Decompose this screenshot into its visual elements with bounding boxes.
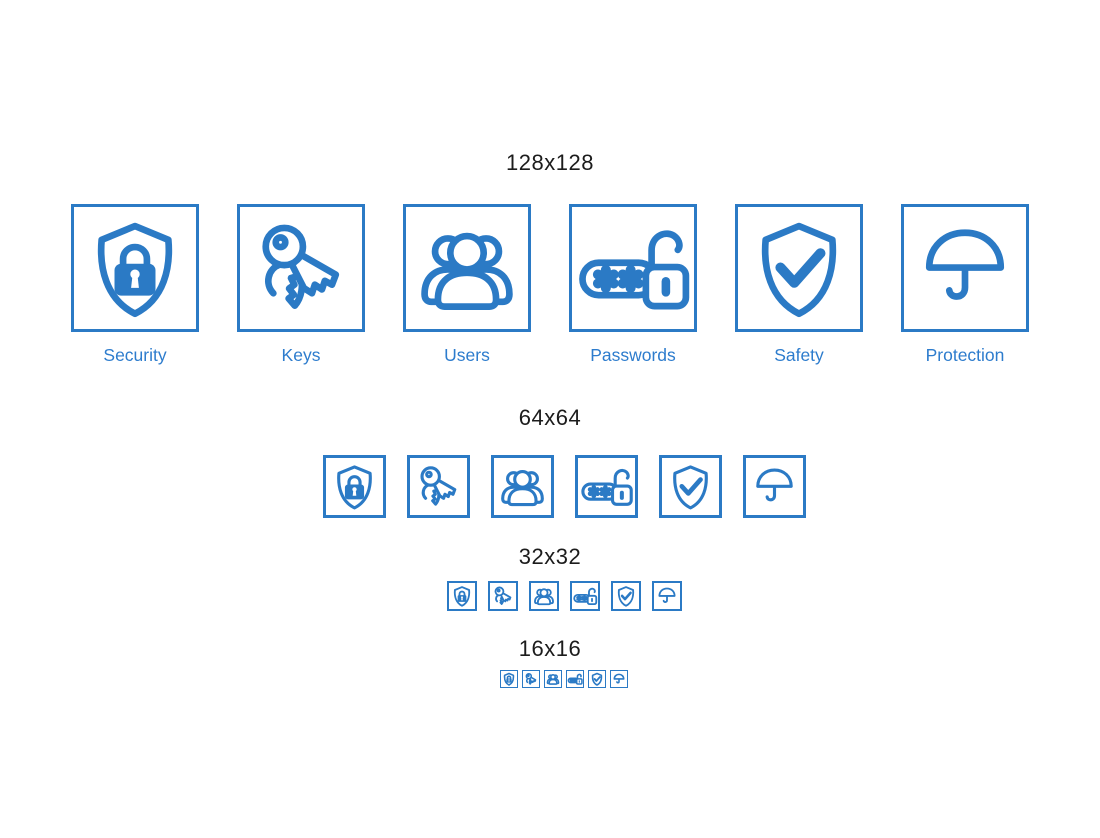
security-icon [501, 671, 517, 687]
tile-safety [610, 581, 641, 611]
users-icon [494, 458, 551, 515]
icon-cell-protection: Protection [901, 204, 1029, 366]
tile-keys [406, 455, 470, 518]
tile-passwords [569, 581, 600, 611]
icon-cell-keys: Keys [237, 204, 365, 366]
tile-users [403, 204, 531, 332]
tile-protection [610, 670, 628, 688]
icon-row-64 [14, 455, 1100, 518]
passwords-icon [578, 458, 635, 515]
tile-safety [658, 455, 722, 518]
keys-icon [240, 207, 362, 329]
tile-keys [487, 581, 518, 611]
icon-cell-users: Users [403, 204, 531, 366]
icon-label-security: Security [103, 345, 167, 365]
passwords-icon [572, 207, 694, 329]
keys-icon [523, 671, 539, 687]
tile-passwords [574, 455, 638, 518]
tile-security [446, 581, 477, 611]
tile-keys [522, 670, 540, 688]
icon-label-keys: Keys [281, 345, 321, 365]
safety-icon [589, 671, 605, 687]
tile-users [544, 670, 562, 688]
safety-icon [662, 458, 719, 515]
tile-users [490, 455, 554, 518]
icon-row-128: Security Keys Users Passwords Safety Pro… [0, 204, 1100, 366]
tile-protection [742, 455, 806, 518]
tile-passwords [569, 204, 697, 332]
icon-cell-passwords: Passwords [569, 204, 697, 366]
users-icon [545, 671, 561, 687]
size-heading-128: 128x128 [506, 150, 594, 175]
icon-row-32 [14, 581, 1100, 611]
tile-security [71, 204, 199, 332]
tile-users [528, 581, 559, 611]
icon-label-safety: Safety [774, 345, 824, 365]
passwords-icon [572, 583, 598, 609]
size-heading-64: 64x64 [518, 405, 582, 430]
passwords-icon [567, 671, 583, 687]
tile-protection [651, 581, 682, 611]
icon-label-users: Users [444, 345, 490, 365]
security-icon [74, 207, 196, 329]
protection-icon [904, 207, 1026, 329]
protection-icon [654, 583, 680, 609]
tile-security [500, 670, 518, 688]
safety-icon [738, 207, 860, 329]
users-icon [531, 583, 557, 609]
icon-cell-security: Security [71, 204, 199, 366]
size-heading-16: 16x16 [518, 636, 582, 661]
size-heading-32: 32x32 [518, 544, 582, 569]
tile-safety [588, 670, 606, 688]
tile-keys [237, 204, 365, 332]
tile-protection [901, 204, 1029, 332]
tile-passwords [566, 670, 584, 688]
users-icon [406, 207, 528, 329]
protection-icon [611, 671, 627, 687]
tile-security [322, 455, 386, 518]
security-icon [326, 458, 383, 515]
safety-icon [613, 583, 639, 609]
icon-label-passwords: Passwords [590, 345, 676, 365]
keys-icon [490, 583, 516, 609]
keys-icon [410, 458, 467, 515]
protection-icon [746, 458, 803, 515]
security-icon [449, 583, 475, 609]
tile-safety [735, 204, 863, 332]
icon-row-16 [14, 670, 1100, 688]
icon-label-protection: Protection [925, 345, 1005, 365]
icon-cell-safety: Safety [735, 204, 863, 366]
